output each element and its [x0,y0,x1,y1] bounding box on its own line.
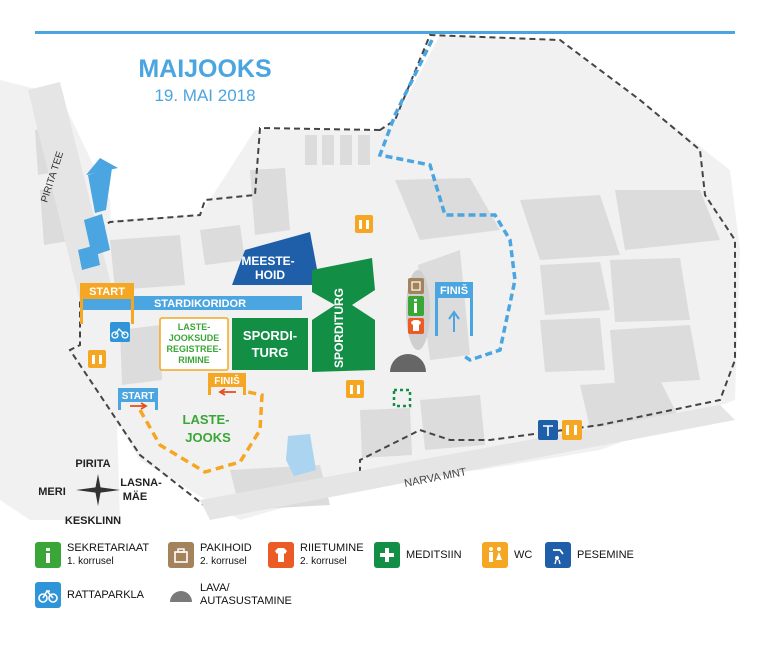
wc-icon [482,542,508,568]
legend-sub: AUTASUSTAMINE [200,595,292,607]
legend-label: WC [514,548,533,561]
start-gate [80,283,134,299]
spordi-turg-label-line2: TURG [252,345,289,360]
top-rule [35,31,735,34]
finish-arrow-icon [448,310,460,332]
legend-sub: 2. korrusel [300,556,347,567]
shirt-icon [268,542,294,568]
perimeter-dashed-line [68,33,736,512]
kids-run-label: LASTE- [183,412,230,427]
kids-finish-arrow-icon [218,388,236,396]
registration-label-line2: JOOKSUDE [169,333,220,343]
legend-item-lava: LAVA/AUTASUSTAMINE [168,582,292,608]
legend-item-meditsiin: MEDITSIIN [374,542,462,568]
wc-icon [562,420,582,440]
info-icon [35,542,61,568]
spordi-turg-label: SPORDI- [243,328,297,343]
legend-item-riietumine: RIIETUMINE 2. korrusel [268,542,364,568]
kids-start-gate [118,388,158,402]
legend-sub: 2. korrusel [200,556,247,567]
compass-south: KESKLINN [65,515,121,527]
road-narva-mnt [200,405,735,520]
kids-start-label: START [122,391,155,402]
registration-label: LASTE- [178,322,211,332]
wc-icon [355,215,373,233]
stage-icon [390,354,426,372]
kids-run-label-line2: JOOKS [185,430,231,445]
finish-gate-label: FINIŠ [440,284,468,297]
bicycle-icon [35,582,61,608]
meestehoid-label: MEESTE- [241,254,294,268]
event-date: 19. MAI 2018 [154,86,255,105]
compass-rose [76,474,120,506]
bicycle-icon [110,322,130,342]
legend-label: LAVA/ [200,582,230,594]
finish-gate [435,282,473,298]
start-gate-label: START [89,286,125,298]
pond [286,434,316,476]
wc-icon [88,350,106,368]
legend-label: PESEMINE [577,548,634,561]
legend-label: RIIETUMINE [300,542,364,554]
registration-label-line4: RIMINE [178,355,210,365]
kids-finish-label: FINIŠ [214,374,240,387]
sporditurg-label: SPORDITURG [332,288,346,368]
legend-item-sekretariaat: SEKRETARIAAT 1. korrusel [35,542,149,568]
medical-area [392,388,412,408]
legend-text: MEDITSIIN [406,549,462,562]
legend-label: RATTAPARKLA [67,588,145,601]
kids-start-arrow-icon [130,402,148,410]
legend-item-pesemine: PESEMINE [545,542,634,568]
map-ground [0,35,740,520]
legend-item-rattaparkla: RATTAPARKLA [35,582,144,608]
buildings [35,125,720,510]
compass-east: LASNA- [120,477,162,489]
legend-text: PESEMINE [577,549,634,562]
legend-item-pakihoid: PAKIHOID 2. korrusel [168,542,252,568]
spordi-turg-area [232,318,308,370]
meestehoid-label-line2: HOID [255,268,285,282]
bag-icon [408,278,424,294]
legend-label: SEKRETARIAAT [67,542,150,554]
legend-text: WC [514,549,532,562]
legend-label: MEDITSIIN [406,548,462,561]
kids-finish-gate [208,373,246,387]
compass-east-line2: MÄE [123,490,147,503]
compass-north: PIRITA [75,458,110,470]
page-title: MAIJOOKS [138,55,271,83]
legend-sub: 1. korrusel [67,556,114,567]
legend-item-wc: WC [482,542,532,568]
run-route-dashed [377,39,517,362]
legend-label: PAKIHOID [200,542,252,554]
start-corridor-label: STARDIKORIDOR [154,298,246,310]
compass-west: MERI [38,486,66,498]
registration-label-line3: REGISTREE- [166,344,221,354]
legend-text: RATTAPARKLA [67,589,144,602]
sporditurg-area [312,258,375,372]
meestehoid-area [232,232,320,285]
route-arrow-blue [78,158,118,270]
stage-icon [168,582,194,608]
legend-text: LAVA/AUTASUSTAMINE [200,582,292,608]
kids-route-dashed [138,390,264,474]
cross-icon [374,542,400,568]
start-corridor [82,296,302,310]
registration-area [159,317,229,371]
legend-text: SEKRETARIAAT 1. korrusel [67,542,149,568]
legend-text: PAKIHOID 2. korrusel [200,542,252,568]
legend-text: RIIETUMINE 2. korrusel [300,542,364,568]
shower-icon [545,542,571,568]
wc-icon [346,380,364,398]
bag-icon [168,542,194,568]
